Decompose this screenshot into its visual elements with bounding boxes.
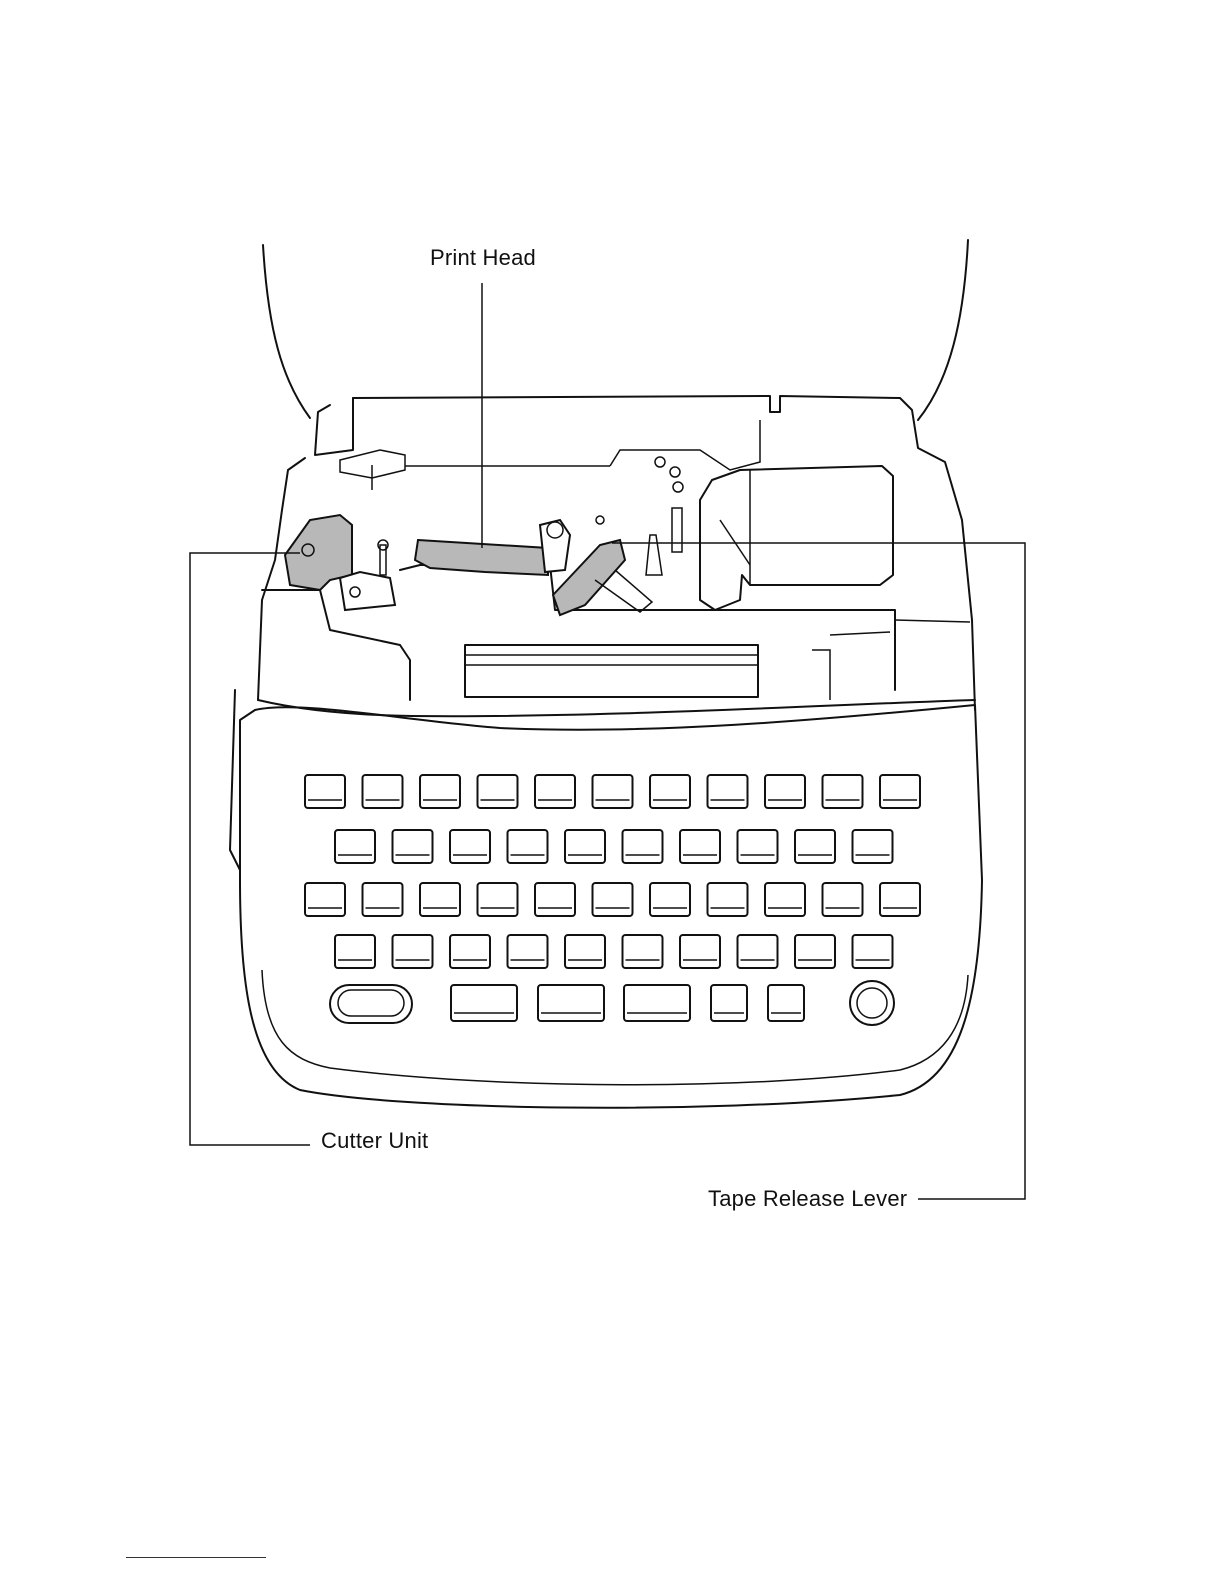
key[interactable] — [335, 830, 375, 863]
print-head — [415, 520, 570, 575]
key[interactable] — [565, 935, 605, 968]
key[interactable] — [565, 830, 605, 863]
key[interactable] — [708, 775, 748, 808]
keyboard-keys — [305, 775, 920, 1025]
key[interactable] — [765, 775, 805, 808]
key[interactable] — [880, 883, 920, 916]
key[interactable] — [795, 935, 835, 968]
key[interactable] — [823, 775, 863, 808]
key[interactable] — [650, 775, 690, 808]
key[interactable] — [535, 883, 575, 916]
key[interactable] — [478, 883, 518, 916]
key[interactable] — [593, 883, 633, 916]
key[interactable] — [450, 935, 490, 968]
footnote-rule — [126, 1557, 266, 1558]
key[interactable] — [853, 935, 893, 968]
key[interactable] — [393, 830, 433, 863]
key[interactable] — [450, 830, 490, 863]
open-lid — [263, 240, 968, 420]
key[interactable] — [795, 830, 835, 863]
print-head-label: Print Head — [430, 245, 536, 271]
key[interactable] — [593, 775, 633, 808]
key[interactable] — [420, 883, 460, 916]
key[interactable] — [823, 883, 863, 916]
tape-release-leader — [612, 543, 1025, 1199]
tape-release-lever-label: Tape Release Lever — [708, 1186, 907, 1212]
square-key[interactable] — [768, 985, 804, 1021]
key[interactable] — [508, 935, 548, 968]
key[interactable] — [853, 830, 893, 863]
key[interactable] — [650, 883, 690, 916]
key[interactable] — [738, 935, 778, 968]
wide-key[interactable] — [451, 985, 517, 1021]
key[interactable] — [363, 775, 403, 808]
round-key-inner — [857, 988, 887, 1018]
key[interactable] — [680, 830, 720, 863]
key[interactable] — [305, 883, 345, 916]
key[interactable] — [305, 775, 345, 808]
key[interactable] — [880, 775, 920, 808]
cutter-unit-leader — [190, 553, 310, 1145]
cutter-unit — [285, 515, 395, 610]
square-key[interactable] — [711, 985, 747, 1021]
wide-key[interactable] — [538, 985, 604, 1021]
key[interactable] — [535, 775, 575, 808]
leader-lines — [190, 283, 1025, 1199]
key[interactable] — [420, 775, 460, 808]
key[interactable] — [680, 935, 720, 968]
keyboard-tray — [230, 690, 982, 1108]
key[interactable] — [765, 883, 805, 916]
key[interactable] — [623, 935, 663, 968]
key[interactable] — [508, 830, 548, 863]
key[interactable] — [393, 935, 433, 968]
key[interactable] — [363, 883, 403, 916]
key[interactable] — [335, 935, 375, 968]
key[interactable] — [478, 775, 518, 808]
cutter-unit-label: Cutter Unit — [321, 1128, 428, 1154]
oval-key-inner — [338, 990, 404, 1016]
wide-key[interactable] — [624, 985, 690, 1021]
key[interactable] — [623, 830, 663, 863]
key[interactable] — [708, 883, 748, 916]
key[interactable] — [738, 830, 778, 863]
